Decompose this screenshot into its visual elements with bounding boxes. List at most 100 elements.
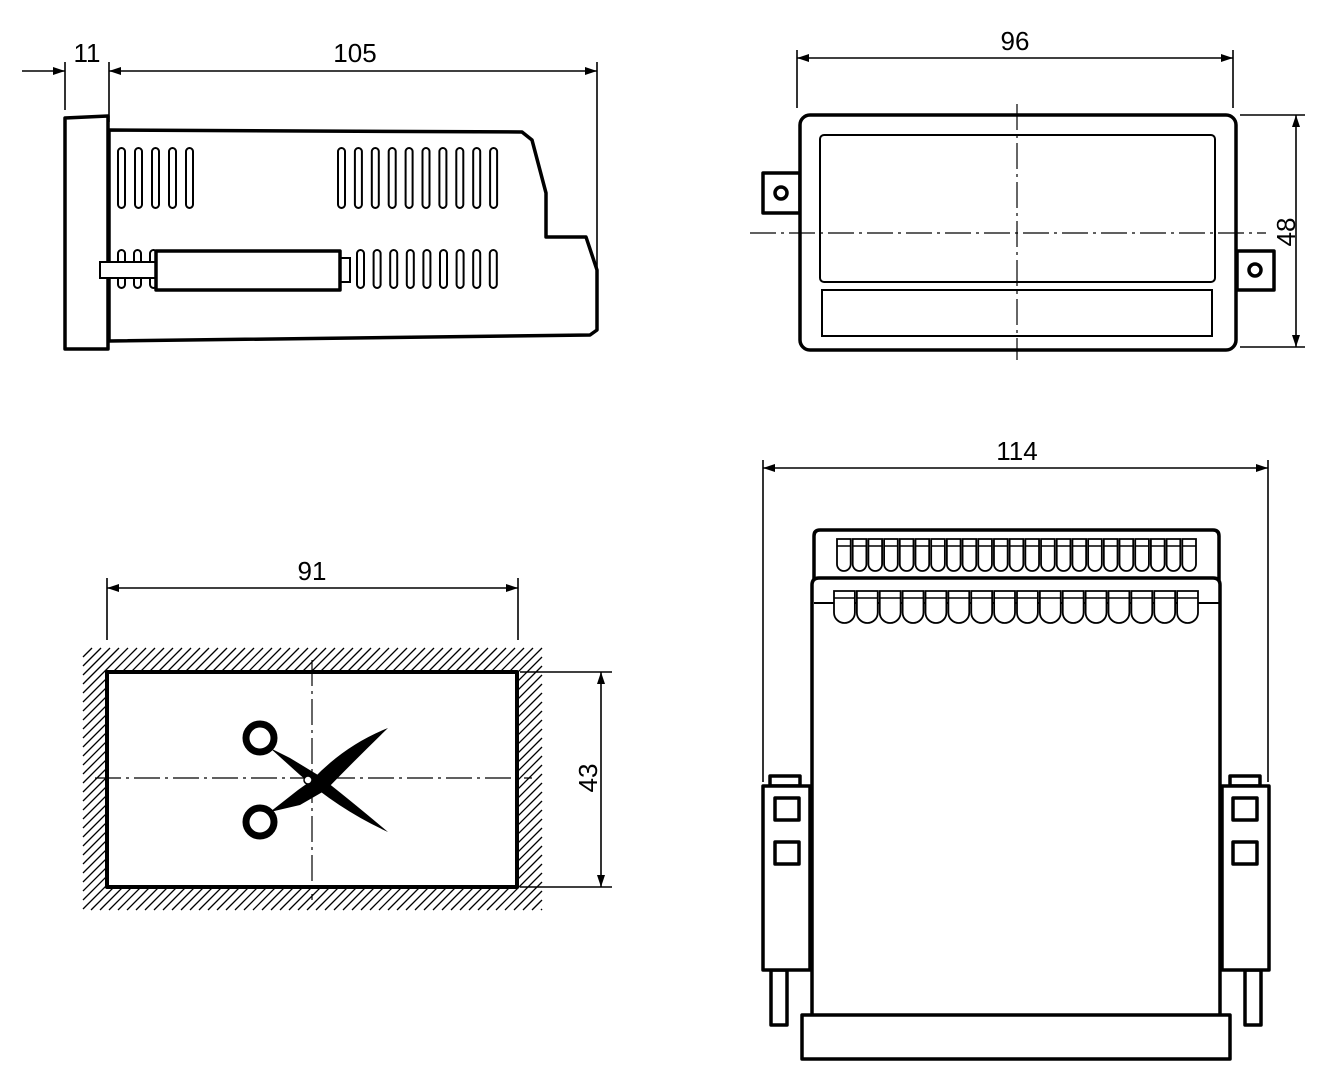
terminal [833, 590, 856, 624]
vent-slots [117, 147, 499, 289]
vent-slot [389, 249, 399, 289]
label-strip [821, 289, 1213, 337]
terminal [1040, 538, 1056, 572]
terminal [1038, 590, 1062, 624]
dimension-label-11: 11 [74, 38, 101, 68]
terminal [867, 538, 883, 572]
hatch-line [82, 647, 111, 676]
rear-view: 114 [761, 436, 1271, 1061]
terminal [855, 590, 879, 624]
left-mounting-clip [761, 774, 812, 1027]
rear-housing [810, 576, 1222, 1015]
hatch-line [82, 647, 102, 667]
terminal [1107, 590, 1131, 624]
hatch-line [82, 647, 120, 685]
front-bezel-edge [800, 1013, 1232, 1061]
mounting-pin [99, 261, 157, 279]
panel-cutout-view: 91 43 [82, 556, 612, 911]
vent-slot [151, 147, 160, 209]
left-clip-tab [761, 171, 802, 215]
terminal [1055, 538, 1072, 572]
terminal [961, 538, 978, 572]
terminal [914, 538, 931, 572]
terminal [1061, 590, 1085, 624]
terminal [883, 538, 899, 572]
vent-slot [168, 147, 177, 209]
terminal [1024, 538, 1040, 572]
vent-slot [370, 147, 380, 209]
screw-hole [773, 185, 789, 201]
vent-slot [421, 147, 431, 209]
vent-slot [117, 147, 126, 209]
terminal [924, 590, 948, 624]
dimension-label-96: 96 [1001, 26, 1030, 56]
vent-slot [404, 147, 414, 209]
right-clip-tab [1235, 249, 1276, 292]
terminal [836, 538, 852, 572]
upper-terminal-block [812, 528, 1221, 580]
vent-slot [422, 249, 432, 289]
terminal [1134, 538, 1150, 572]
vent-slot [134, 147, 143, 209]
vent-slot [353, 147, 363, 209]
vent-slot [438, 147, 448, 209]
terminal [1150, 538, 1166, 572]
terminal [1087, 538, 1103, 572]
hatch-line [82, 647, 93, 658]
hatch-line [540, 908, 543, 911]
terminal [930, 538, 946, 572]
terminal [1071, 538, 1088, 572]
terminal [901, 590, 925, 624]
terminal [1130, 590, 1154, 624]
terminal [1165, 538, 1182, 572]
upper-terminals [836, 538, 1197, 572]
dimension-label-91: 91 [298, 556, 327, 586]
side-view: 11 105 [22, 38, 599, 351]
terminal [1153, 590, 1177, 624]
vent-slot [472, 147, 482, 209]
vent-slot [488, 249, 498, 289]
terminal [1008, 538, 1025, 572]
terminal [1181, 538, 1197, 572]
terminal [993, 538, 1009, 572]
terminal [945, 538, 962, 572]
right-mounting-clip [1220, 774, 1271, 1027]
vent-slot [337, 147, 346, 209]
terminal [993, 590, 1016, 624]
vent-slot [455, 249, 465, 289]
front-view: 96 48 [750, 26, 1305, 360]
dimension-label-105: 105 [333, 38, 376, 68]
vent-slot [489, 147, 499, 209]
terminal [947, 590, 971, 624]
scissors-icon [242, 720, 388, 840]
terminal [878, 590, 902, 624]
vent-slot [405, 249, 415, 289]
terminal [1102, 538, 1119, 572]
terminal [1118, 538, 1135, 572]
vent-slot [185, 147, 194, 209]
terminal [1084, 590, 1108, 624]
terminal [970, 590, 994, 624]
vent-slot [472, 249, 482, 289]
housing-body [107, 128, 599, 343]
vent-slot [356, 249, 365, 289]
screw-hole [1247, 262, 1263, 278]
terminal [1176, 590, 1199, 624]
terminal [977, 538, 993, 572]
terminal [1016, 590, 1039, 624]
front-bezel [63, 114, 110, 351]
dimension-label-114: 114 [996, 436, 1037, 466]
hatch-line [82, 647, 129, 694]
dimension-label-43: 43 [573, 764, 603, 793]
vent-slot [439, 249, 448, 289]
mounting-clip [154, 249, 342, 292]
vent-slot [387, 147, 397, 209]
hatch-line [522, 890, 543, 911]
terminal [898, 538, 915, 572]
terminal [851, 538, 868, 572]
dimension-label-48: 48 [1271, 218, 1301, 247]
vent-slot [455, 147, 465, 209]
vent-slot [372, 249, 382, 289]
hatch-line [504, 872, 543, 911]
